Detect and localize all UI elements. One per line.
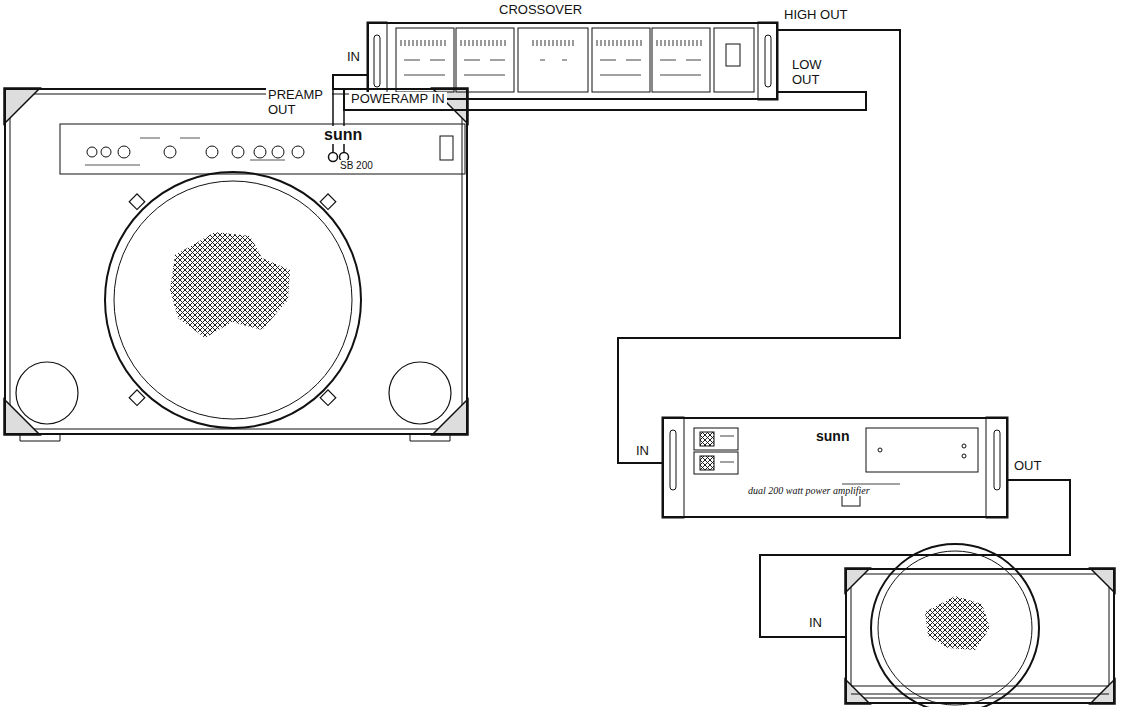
cable-line [760, 480, 1070, 637]
signal-cable [618, 30, 900, 463]
unit-title: CROSSOVER [497, 3, 584, 17]
jack-label: IN [634, 444, 651, 459]
jack-label: PREAMP OUT [266, 88, 332, 118]
brand-logo: sunn [322, 126, 364, 144]
jack-label: HIGH OUT [782, 8, 850, 23]
model-description: dual 200 watt power amplifier [746, 485, 872, 496]
signal-cable [760, 480, 1070, 637]
jack-label: IN [807, 616, 824, 630]
power-amplifier: sunn dual 200 watt power amplifier [662, 417, 1008, 518]
bass-amplifier-cabinet: sunn SB 200 [4, 88, 468, 435]
jack-label: POWERAMP IN [349, 92, 447, 107]
signal-cable [333, 75, 367, 88]
jack-label: OUT [1012, 459, 1043, 474]
jack-label: IN [345, 50, 362, 65]
jack-label: LOW OUT [790, 58, 830, 88]
cable-line [618, 30, 900, 463]
model-name: SB 200 [338, 160, 375, 171]
speaker-cabinet: IN [845, 568, 1115, 704]
brand-logo: sunn [814, 429, 851, 444]
cable-line [333, 75, 367, 88]
